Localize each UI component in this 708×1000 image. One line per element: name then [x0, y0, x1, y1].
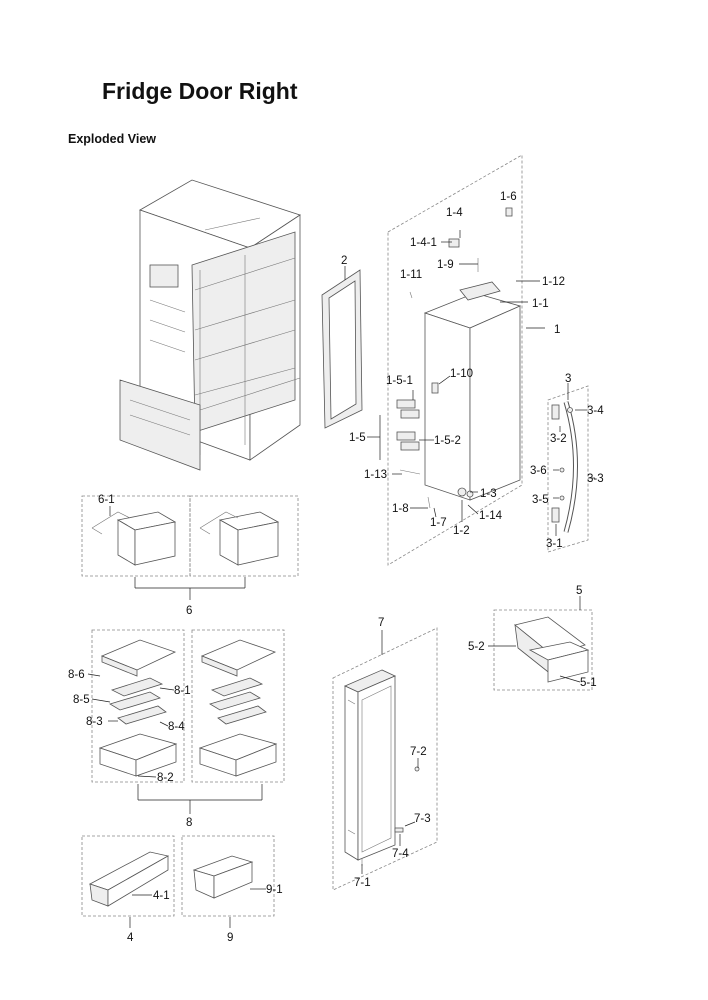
callout-3-2: 3-2	[550, 433, 567, 445]
shelf-illustration	[98, 639, 278, 777]
callout-1-4-1: 1-4-1	[410, 237, 437, 249]
callout-4-1: 4-1	[153, 890, 170, 902]
guard-4-leaders	[129, 894, 152, 928]
callout-7-2: 7-2	[410, 746, 427, 758]
callout-6-1: 6-1	[98, 494, 115, 506]
callout-1-5: 1-5	[349, 432, 366, 444]
callout-4: 4	[127, 932, 134, 944]
shelf-leaders	[87, 673, 263, 814]
callout-1-1: 1-1	[532, 298, 549, 310]
callout-8-6: 8-6	[68, 669, 85, 681]
guard-4-illustration	[88, 851, 170, 907]
callout-1-8: 1-8	[392, 503, 409, 515]
bin-illustration	[91, 511, 280, 566]
page-title: Fridge Door Right	[102, 78, 298, 104]
callout-3-5: 3-5	[532, 494, 549, 506]
callout-3-3: 3-3	[587, 473, 604, 485]
callout-1-3: 1-3	[480, 488, 497, 500]
callout-3-1: 3-1	[546, 538, 563, 550]
callout-1: 1	[554, 324, 560, 336]
lower-door-illustration	[344, 669, 420, 866]
guard-box-4	[81, 835, 175, 917]
callout-1-9: 1-9	[437, 259, 454, 271]
callout-6: 6	[186, 605, 192, 617]
callout-1-4: 1-4	[446, 207, 463, 219]
callout-8-4: 8-4	[168, 721, 185, 733]
callout-1-11: 1-11	[400, 269, 422, 281]
callout-5: 5	[576, 585, 582, 597]
callout-7-1: 7-1	[354, 877, 371, 889]
callout-2: 2	[341, 255, 347, 267]
door-leaders	[367, 230, 545, 522]
guard-box-9	[181, 835, 275, 917]
callout-7: 7	[378, 617, 384, 629]
door-assembly-box	[387, 154, 523, 566]
callout-5-1: 5-1	[580, 677, 597, 689]
callout-1-5-2: 1-5-2	[434, 435, 461, 447]
callout-8: 8	[186, 817, 192, 829]
callout-3-6: 3-6	[530, 465, 547, 477]
callout-7-3: 7-3	[414, 813, 431, 825]
callout-1-14: 1-14	[479, 510, 503, 522]
page-subtitle: Exploded View	[68, 132, 156, 146]
fridge-cabinet-illustration	[119, 179, 301, 471]
bin-leaders	[109, 506, 246, 600]
callout-9: 9	[227, 932, 233, 944]
callout-1-6: 1-6	[500, 191, 517, 203]
door-gasket-illustration	[321, 266, 363, 429]
handle-assembly-box	[547, 385, 589, 553]
callout-8-3: 8-3	[86, 716, 103, 728]
guard-9-leaders	[229, 888, 266, 928]
guard-9-illustration	[192, 855, 254, 899]
bin-box-right	[189, 495, 299, 577]
callout-1-13: 1-13	[364, 469, 387, 481]
callout-8-5: 8-5	[73, 694, 90, 706]
door-bin-illustration	[514, 616, 590, 683]
shelf-box-right	[191, 629, 285, 783]
handle-leaders	[553, 383, 595, 536]
callout-3: 3	[565, 373, 571, 385]
callout-1-7: 1-7	[430, 517, 447, 529]
callout-5-2: 5-2	[468, 641, 485, 653]
callout-1-10: 1-10	[450, 368, 473, 380]
door-bin-leaders	[488, 596, 581, 683]
callout-9-1: 9-1	[266, 884, 283, 896]
door-bin-box	[493, 609, 593, 691]
callout-1-12: 1-12	[542, 276, 565, 288]
handle-illustration	[551, 401, 578, 533]
callout-1-2: 1-2	[453, 525, 470, 537]
callout-8-2: 8-2	[157, 772, 174, 784]
callout-1-5-1: 1-5-1	[386, 375, 413, 387]
callout-3-4: 3-4	[587, 405, 604, 417]
lower-door-leaders	[361, 630, 419, 874]
door-illustration	[396, 207, 522, 509]
lower-door-box	[332, 627, 438, 891]
callout-7-4: 7-4	[392, 848, 409, 860]
shelf-box-left	[91, 629, 185, 783]
callout-8-1: 8-1	[174, 685, 191, 697]
